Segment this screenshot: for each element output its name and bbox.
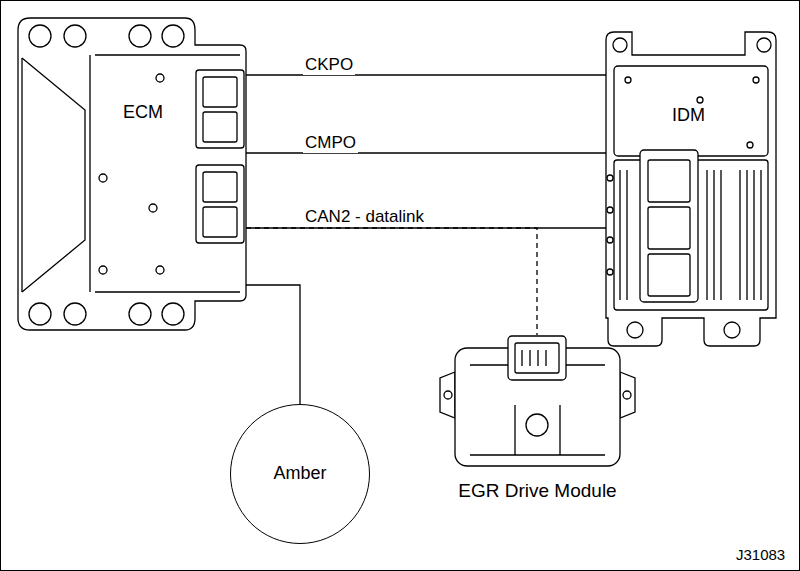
node-label: IDM xyxy=(672,105,705,127)
node-label: Amber xyxy=(273,463,326,485)
ckpo-wire xyxy=(246,74,606,75)
node-label: ECM xyxy=(123,102,163,124)
idm-module: IDM xyxy=(606,55,776,318)
ecm-module: ECM xyxy=(18,18,246,330)
amber-lamp: Amber xyxy=(230,404,370,544)
signal-name: CMPO xyxy=(303,133,358,153)
node-label: EGR Drive Module xyxy=(458,480,616,503)
amber-lamp-wire xyxy=(246,285,300,404)
signal-name: CKPO xyxy=(303,55,355,75)
egr-datalink-branch xyxy=(246,228,537,335)
ecm-housing xyxy=(18,18,246,330)
egr-module-housing xyxy=(440,336,635,466)
idm-housing xyxy=(606,32,776,346)
signal-name: CAN2 - datalink xyxy=(303,207,426,227)
figure-number: J31083 xyxy=(736,546,785,563)
egr-drive-module: EGR Drive Module xyxy=(435,335,640,503)
cmpo-wire xyxy=(246,152,606,153)
